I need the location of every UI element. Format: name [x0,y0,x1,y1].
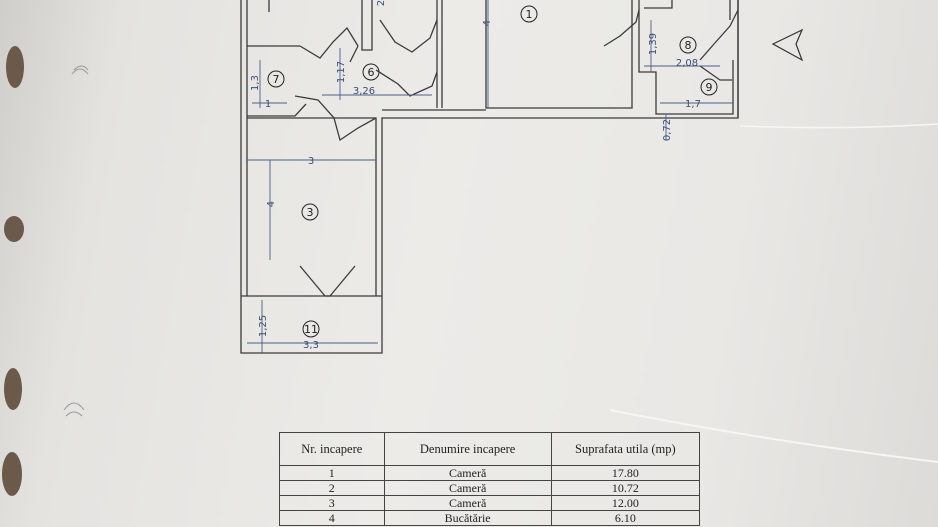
dimension-label: 0,72 [662,119,673,141]
table-cell: Cameră [383,480,552,496]
dimension-label: 1,39 [648,33,659,55]
room-area-table: Nr. incapere Denumire incapere Suprafata… [279,432,701,526]
column-header: Denumire incapere [383,432,552,466]
dimension-label: 1,3 [250,75,261,91]
svg-text:9: 9 [706,81,713,94]
binder-hole [2,452,22,496]
binder-hole [4,216,24,242]
room-marker-1: 1 [520,5,538,23]
room-marker-3: 3 [301,203,319,221]
table-cell: 2 [279,480,385,496]
dimension-label: 1,17 [336,61,347,83]
room-marker-8: 8 [679,36,697,54]
dimension-label: 3,26 [353,86,375,97]
plan-walls [240,0,804,354]
table-cell: Cameră [383,495,552,511]
table-row: 4 Bucătărie 6.10 [279,510,701,526]
dimension-label: 2 [376,0,387,6]
table-cell: 3 [279,495,385,511]
table-row: 3 Cameră 12.00 [279,495,701,511]
dimension-label: 4 [266,201,277,207]
room-marker-7: 7 [267,70,285,88]
table-cell: Cameră [383,465,552,481]
column-header: Suprafata utila (mp) [550,432,701,466]
dimension-label: 2,08 [676,58,698,69]
binder-hole [6,46,24,88]
svg-text:8: 8 [685,39,692,52]
table-cell: Bucătărie [383,510,552,526]
dimension-lines [247,0,733,353]
svg-text:11: 11 [304,323,318,336]
dimension-label: 1,7 [685,99,701,110]
table-cell: 12.00 [550,495,701,511]
room-marker-6: 6 [362,63,380,81]
dimension-label: 3,3 [303,340,319,351]
table-header-row: Nr. incapere Denumire incapere Suprafata… [279,432,701,466]
column-header: Nr. incapere [279,432,385,466]
table-cell: 4 [279,510,385,526]
dimension-label: 4 [482,20,493,26]
dimension-label: 3 [308,156,314,167]
table-cell: 10.72 [550,480,701,496]
binder-hole [4,368,22,410]
table-cell: 17.80 [550,465,701,481]
svg-text:7: 7 [273,73,280,86]
svg-text:3: 3 [307,206,314,219]
svg-text:1: 1 [526,8,533,21]
room-marker-11: 11 [302,320,320,338]
svg-text:6: 6 [368,66,375,79]
table-row: 2 Cameră 10.72 [279,480,701,496]
dimension-label: 1,25 [258,315,269,337]
table-row: 1 Cameră 17.80 [279,465,701,481]
table-cell: 1 [279,465,385,481]
table-cell: 6.10 [550,510,701,526]
room-marker-9: 9 [700,78,718,96]
dimension-label: 1 [265,99,271,110]
